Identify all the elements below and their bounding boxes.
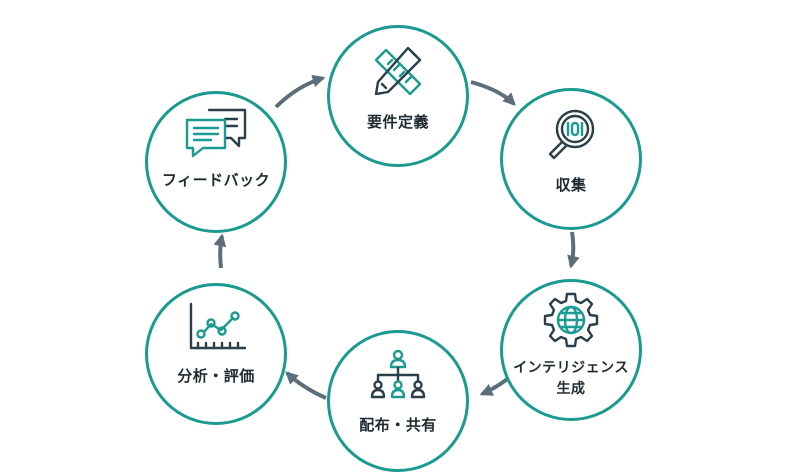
line-chart-icon bbox=[189, 302, 247, 350]
node-label-line-1: インテリジェンス bbox=[513, 360, 629, 376]
arrow-feedback-to-requirements bbox=[274, 74, 326, 109]
arrow-collection-to-intelligence bbox=[567, 231, 580, 269]
node-label: 分析・評価 bbox=[177, 367, 255, 385]
pencil-ruler-icon bbox=[374, 46, 422, 96]
arrow-analysis-to-feedback bbox=[213, 233, 227, 269]
node-intelligence: インテリジェンス 生成 bbox=[500, 279, 642, 421]
node-label: 配布・共有 bbox=[359, 416, 437, 434]
node-label-line-2: 生成 bbox=[556, 381, 586, 397]
node-feedback: フィードバック bbox=[145, 91, 287, 233]
node-requirements: 要件定義 bbox=[327, 25, 469, 167]
arrow-distribution-to-analysis bbox=[285, 371, 327, 400]
node-label: フィードバック bbox=[161, 171, 271, 189]
gear-globe-icon bbox=[543, 292, 599, 348]
node-analysis: 分析・評価 bbox=[145, 283, 287, 425]
org-chart-icon bbox=[370, 349, 426, 399]
magnifier-binary-icon bbox=[548, 109, 595, 160]
node-label: 収集 bbox=[555, 176, 587, 194]
arrow-requirements-to-collection bbox=[470, 80, 516, 106]
chat-bubbles-icon bbox=[185, 108, 247, 158]
node-label: 要件定義 bbox=[366, 113, 429, 131]
node-distribution: 配布・共有 bbox=[327, 330, 469, 472]
node-collection: 収集 bbox=[500, 88, 642, 230]
